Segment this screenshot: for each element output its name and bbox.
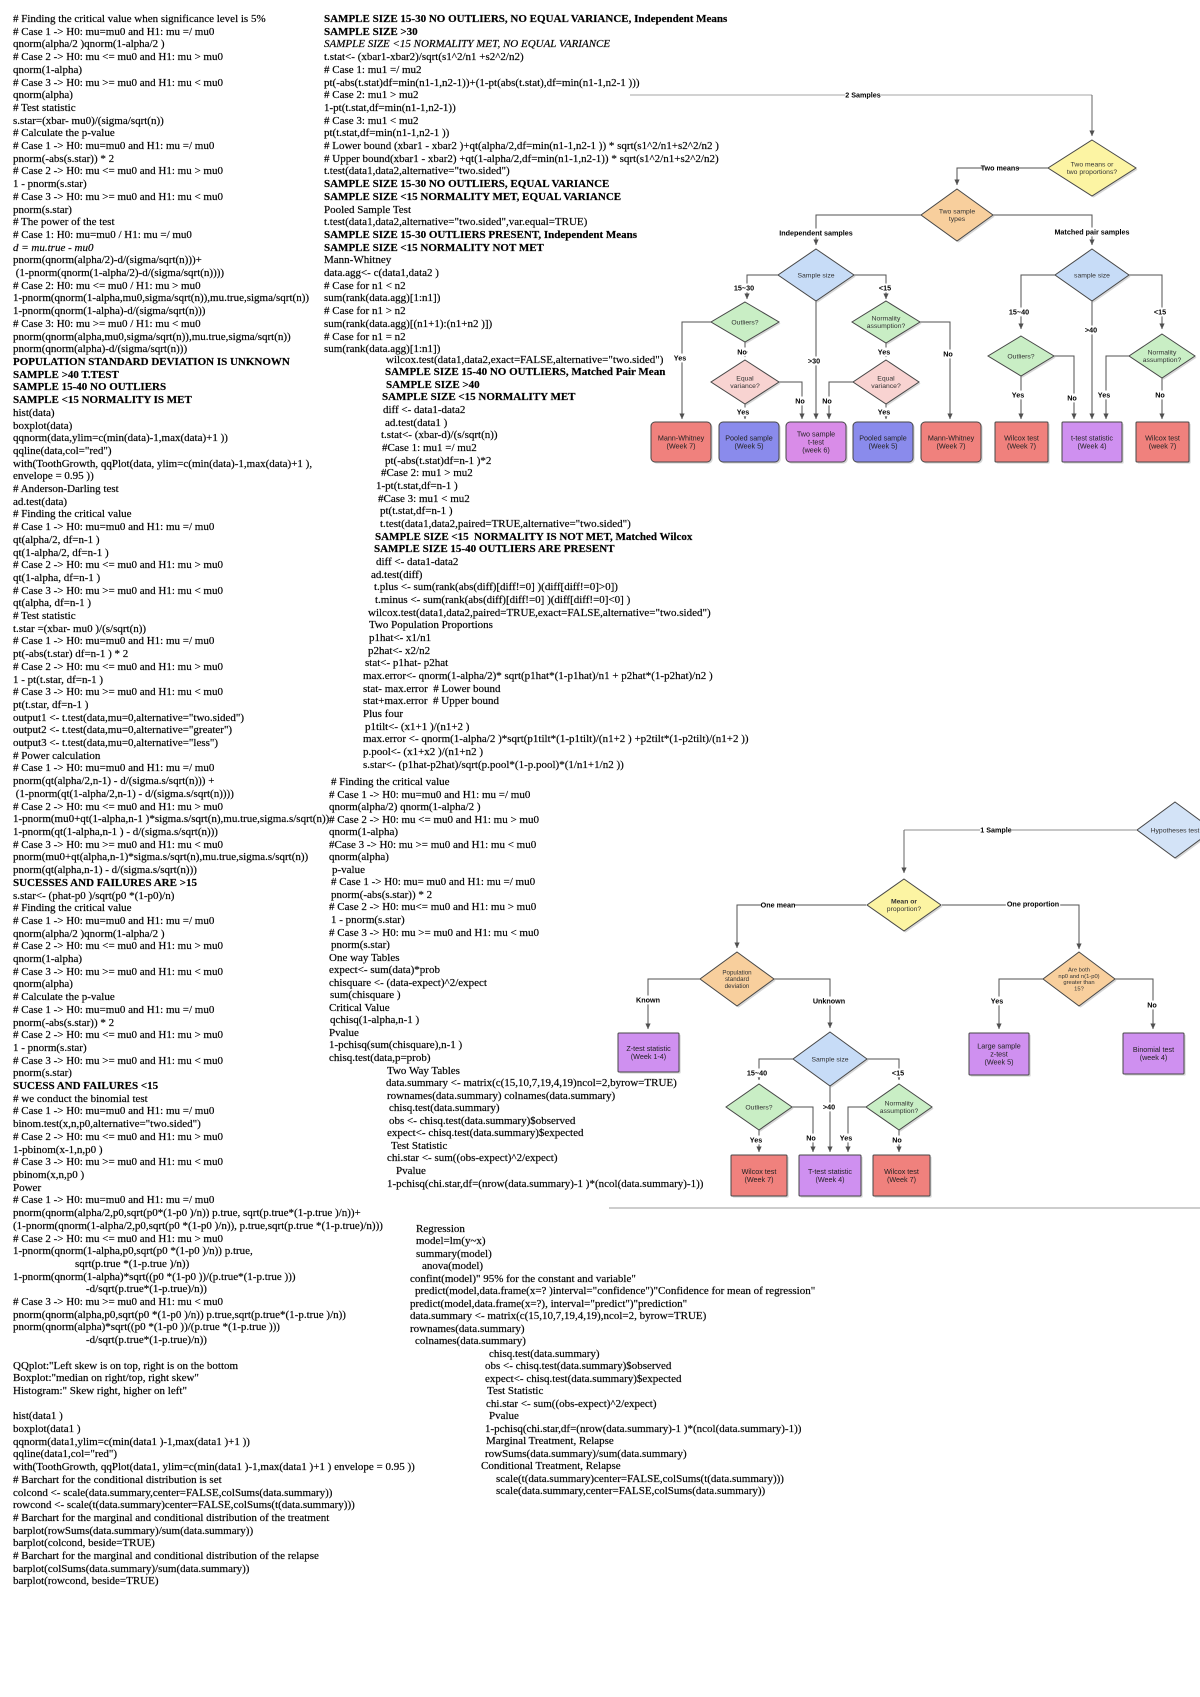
svg-text:Normality: Normality <box>885 1101 914 1108</box>
svg-text:(Week 7): (Week 7) <box>1007 442 1036 451</box>
svg-text:15?: 15? <box>1074 986 1084 992</box>
svg-text:Two means or: Two means or <box>1071 162 1114 169</box>
svg-text:Large sample: Large sample <box>977 1042 1021 1051</box>
svg-text:Unknown: Unknown <box>813 996 845 1005</box>
svg-text:Pooled sample: Pooled sample <box>859 434 907 443</box>
svg-text:Population: Population <box>722 969 752 976</box>
svg-text:Yes: Yes <box>750 1135 762 1144</box>
svg-text:Two means: Two means <box>981 163 1020 172</box>
svg-text:Yes: Yes <box>991 996 1003 1005</box>
svg-text:Independent samples: Independent samples <box>779 228 853 237</box>
svg-text:Yes: Yes <box>1012 390 1024 399</box>
svg-text:assumption?: assumption? <box>867 323 906 330</box>
svg-text:15~30: 15~30 <box>734 283 754 292</box>
svg-text:15~40: 15~40 <box>1009 307 1029 316</box>
svg-text:sample size: sample size <box>1074 272 1110 279</box>
svg-text:>30: >30 <box>808 356 820 365</box>
svg-text:Wilcox test: Wilcox test <box>742 1167 777 1176</box>
svg-text:greater than: greater than <box>1063 980 1094 986</box>
svg-text:variance?: variance? <box>730 383 760 390</box>
svg-text:Matched pair samples: Matched pair samples <box>1054 227 1129 236</box>
svg-text:<15: <15 <box>892 1068 904 1077</box>
svg-text:2 Samples: 2 Samples <box>845 90 881 99</box>
svg-text:No: No <box>806 1133 816 1142</box>
svg-text:Yes: Yes <box>674 353 686 362</box>
svg-text:Hypotheses test: Hypotheses test <box>1151 827 1200 834</box>
svg-text:standard: standard <box>725 976 750 983</box>
svg-text:T-test statistic: T-test statistic <box>808 1167 852 1176</box>
svg-text:No: No <box>737 347 747 356</box>
svg-text:>40: >40 <box>823 1102 835 1111</box>
svg-text:(Week 5): (Week 5) <box>734 442 763 451</box>
svg-text:(week 7): (week 7) <box>1149 442 1177 451</box>
svg-text:proportion?: proportion? <box>887 906 922 913</box>
svg-text:Equal: Equal <box>736 376 754 383</box>
svg-text:(Week 7): (Week 7) <box>936 442 965 451</box>
svg-text:deviation: deviation <box>725 983 750 990</box>
svg-text:Sample size: Sample size <box>811 1056 848 1063</box>
svg-text:>40: >40 <box>1085 325 1097 334</box>
svg-text:1 Sample: 1 Sample <box>980 825 1012 834</box>
svg-text:(week 6): (week 6) <box>802 446 830 455</box>
svg-text:Mann-Whitney: Mann-Whitney <box>928 434 975 443</box>
svg-text:assumption?: assumption? <box>1143 357 1182 364</box>
svg-text:Wilcox test: Wilcox test <box>1145 434 1180 443</box>
svg-text:Binomial test: Binomial test <box>1133 1045 1174 1054</box>
svg-text:Yes: Yes <box>1098 390 1110 399</box>
svg-text:(Week 4): (Week 4) <box>1077 442 1106 451</box>
svg-text:One proportion: One proportion <box>1007 899 1059 908</box>
svg-text:No: No <box>822 396 832 405</box>
svg-text:Sample size: Sample size <box>797 272 834 279</box>
svg-text:Pooled sample: Pooled sample <box>725 434 773 443</box>
svg-text:(Week 4): (Week 4) <box>815 1175 844 1184</box>
svg-text:variance?: variance? <box>871 383 901 390</box>
svg-text:Yes: Yes <box>878 347 890 356</box>
svg-text:(Week 5): (Week 5) <box>868 442 897 451</box>
svg-text:<15: <15 <box>879 283 891 292</box>
svg-text:t-test statistic: t-test statistic <box>1071 434 1113 443</box>
svg-text:np0 and n(1-p0): np0 and n(1-p0) <box>1058 974 1099 980</box>
svg-text:Yes: Yes <box>840 1133 852 1142</box>
svg-text:Normality: Normality <box>1148 350 1177 357</box>
svg-text:No: No <box>1067 393 1077 402</box>
svg-text:Wilcox test: Wilcox test <box>884 1167 919 1176</box>
svg-text:Are both: Are both <box>1068 968 1090 974</box>
svg-text:(Week 7): (Week 7) <box>666 442 695 451</box>
svg-text:Yes: Yes <box>737 407 749 416</box>
svg-text:One mean: One mean <box>761 900 796 909</box>
svg-text:Wilcox test: Wilcox test <box>1004 434 1039 443</box>
svg-text:Normality: Normality <box>872 316 901 323</box>
svg-text:Z-test statistic: Z-test statistic <box>626 1044 671 1053</box>
svg-text:z-test: z-test <box>990 1050 1008 1059</box>
svg-text:(Week 1-4): (Week 1-4) <box>631 1052 666 1061</box>
svg-text:(week 4): (week 4) <box>1140 1053 1168 1062</box>
svg-text:two proportions?: two proportions? <box>1067 169 1117 176</box>
svg-text:No: No <box>795 396 805 405</box>
svg-text:Two sample: Two sample <box>939 209 975 216</box>
svg-text:No: No <box>892 1135 902 1144</box>
svg-text:(Week 5): (Week 5) <box>984 1058 1013 1067</box>
svg-text:Known: Known <box>636 995 660 1004</box>
svg-text:<15: <15 <box>1154 307 1166 316</box>
svg-text:Yes: Yes <box>878 407 890 416</box>
svg-text:t-test: t-test <box>808 438 824 447</box>
svg-text:Outliers?: Outliers? <box>731 319 758 326</box>
svg-text:Outliers?: Outliers? <box>1007 353 1034 360</box>
svg-text:No: No <box>943 349 953 358</box>
svg-text:No: No <box>1147 1000 1157 1009</box>
svg-text:15~40: 15~40 <box>747 1068 767 1077</box>
svg-text:Mann-Whitney: Mann-Whitney <box>658 434 705 443</box>
svg-text:Mean or: Mean or <box>891 899 917 906</box>
svg-text:Equal: Equal <box>877 376 895 383</box>
svg-text:Outliers?: Outliers? <box>745 1104 772 1111</box>
svg-text:types: types <box>949 216 966 223</box>
svg-text:No: No <box>1155 390 1165 399</box>
svg-text:(Week 7): (Week 7) <box>744 1175 773 1184</box>
svg-text:assumption?: assumption? <box>880 1108 919 1115</box>
svg-text:(Week 7): (Week 7) <box>887 1175 916 1184</box>
svg-text:Two sample: Two sample <box>797 430 835 439</box>
